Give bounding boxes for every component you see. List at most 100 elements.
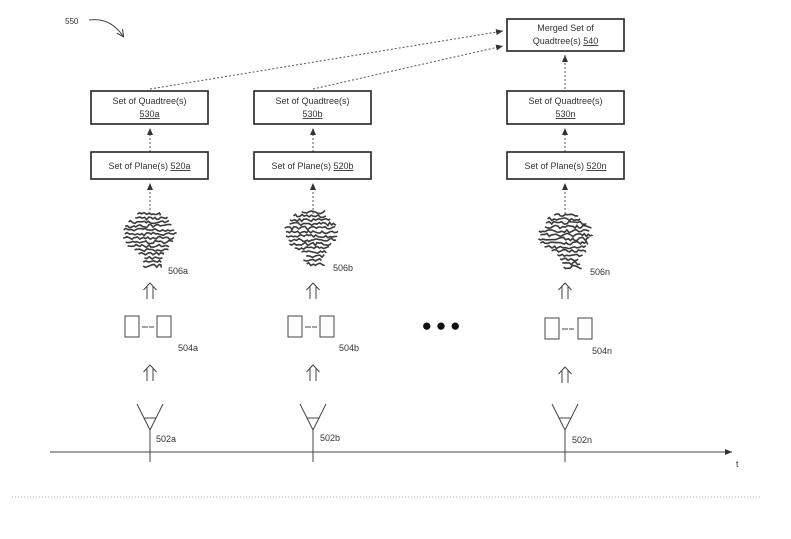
point-cloud-scribble (545, 220, 587, 226)
quadtree-ref-n: 530n (555, 109, 575, 119)
point-cloud-a (122, 211, 177, 269)
camera-ref-a: 502a (156, 434, 176, 444)
point-cloud-scribble (559, 257, 579, 262)
plane-text-b: Set of Plane(s) (271, 161, 331, 171)
frames-a (124, 315, 172, 338)
merged-title-line1: Merged Set of (537, 23, 594, 33)
point-cloud-scribble (540, 240, 589, 246)
camera-b (299, 403, 327, 462)
plane-box-n (506, 151, 625, 180)
point-cloud-scribble (124, 231, 177, 237)
point-cloud-scribble (562, 260, 581, 266)
up-arrow-frames-to-cloud-b (306, 282, 320, 299)
time-axis-label: t (736, 459, 739, 469)
point-cloud-scribble (138, 251, 165, 256)
column-b: Set of Quadtree(s) 530b Set of Plane(s) … (253, 90, 372, 462)
point-cloud-scribble (142, 263, 162, 269)
point-cloud-scribble (285, 229, 339, 235)
point-cloud-scribble (144, 255, 163, 260)
point-cloud-scribble (306, 254, 325, 259)
point-cloud-n (538, 213, 594, 270)
camera-a (136, 403, 164, 462)
plane-ref-b: 520b (334, 161, 354, 171)
frames-b (287, 315, 335, 338)
point-cloud-scribble (540, 232, 594, 238)
plane-box-b (253, 151, 372, 180)
point-cloud-scribble (544, 244, 587, 250)
plane-text-n: Set of Plane(s) (524, 161, 584, 171)
figure-ref-pointer (88, 19, 123, 36)
point-cloud-scribble (127, 243, 170, 249)
point-cloud-scribble (125, 223, 172, 229)
cloud-ref-b: 506b (333, 263, 353, 273)
quadtree-text-a: Set of Quadtree(s) (112, 96, 186, 106)
point-cloud-scribble (142, 259, 162, 264)
cloud-ref-n: 506n (590, 267, 610, 277)
column-n: Set of Quadtree(s) 530n Set of Plane(s) … (506, 90, 625, 462)
point-cloud-scribble (285, 233, 338, 239)
point-cloud-scribble (306, 261, 325, 267)
point-cloud-scribble (553, 213, 579, 218)
up-arrow-frames-to-cloud-n (558, 282, 572, 299)
point-cloud-scribble (123, 227, 175, 233)
frames-n (544, 317, 593, 340)
point-cloud-scribble (538, 228, 590, 234)
cloud-ref-a: 506a (168, 266, 188, 276)
merge-arrow-a (149, 29, 504, 90)
point-cloud-scribble (289, 241, 332, 247)
up-arrow-camera-to-frames-a (143, 364, 157, 381)
point-cloud-scribble (128, 219, 170, 225)
plane-ref-n: 520n (587, 161, 607, 171)
frames-ref-n: 504n (592, 346, 612, 356)
camera-ref-n: 502n (572, 435, 592, 445)
quadtree-box-n (506, 90, 625, 125)
frames-ref-a: 504a (178, 343, 198, 353)
point-cloud-scribble (289, 217, 331, 223)
point-cloud-scribble (563, 264, 582, 270)
merged-title-line2: Quadtree(s) 540 (533, 36, 599, 46)
quadtree-box-b (253, 90, 372, 125)
quadtree-ref-a: 530a (139, 109, 159, 119)
point-cloud-scribble (135, 216, 169, 221)
point-cloud-scribble (547, 216, 581, 222)
plane-label-n: Set of Plane(s) 520n (524, 161, 606, 171)
point-cloud-scribble (294, 245, 330, 251)
point-cloud-b (284, 209, 339, 267)
point-cloud-scribble (557, 253, 584, 258)
ellipsis: ●●● (422, 316, 465, 335)
camera-n (551, 403, 579, 462)
point-cloud-scribble (125, 239, 174, 245)
up-arrow-camera-to-frames-n (558, 366, 572, 383)
point-cloud-scribble (284, 225, 336, 232)
merged-ref: 540 (583, 36, 598, 46)
merged-title-text: Quadtree(s) (533, 36, 581, 46)
point-cloud-scribble (301, 209, 326, 215)
quadtree-text-b: Set of Quadtree(s) (275, 96, 349, 106)
quadtree-text-n: Set of Quadtree(s) (528, 96, 602, 106)
point-cloud-scribble (538, 236, 590, 242)
point-cloud-scribble (303, 257, 322, 262)
point-cloud-scribble (301, 249, 327, 254)
point-cloud-scribble (288, 237, 337, 243)
figure-ref: 550 (65, 17, 79, 26)
quadtree-box-a (90, 90, 209, 125)
plane-ref-a: 520a (171, 161, 191, 171)
frames-ref-b: 504b (339, 343, 359, 353)
point-cloud-scribble (293, 213, 327, 219)
camera-ref-b: 502b (320, 433, 340, 443)
point-cloud-scribble (551, 248, 587, 253)
point-cloud-scribble (289, 221, 337, 227)
merge-arrow-b (312, 44, 504, 90)
point-cloud-scribble (122, 235, 175, 241)
column-a: Set of Quadtree(s) 530a Set of Plane(s) … (90, 90, 209, 462)
up-arrow-camera-to-frames-b (306, 364, 320, 381)
plane-label-b: Set of Plane(s) 520b (271, 161, 353, 171)
point-cloud-scribble (136, 211, 162, 216)
plane-label-a: Set of Plane(s) 520a (108, 161, 190, 171)
quadtree-ref-b: 530b (302, 109, 322, 119)
plane-text-a: Set of Plane(s) (108, 161, 168, 171)
plane-box-a (90, 151, 209, 180)
merged-quadtree-box: Merged Set of Quadtree(s) 540 (506, 18, 625, 52)
point-cloud-scribble (134, 248, 169, 253)
